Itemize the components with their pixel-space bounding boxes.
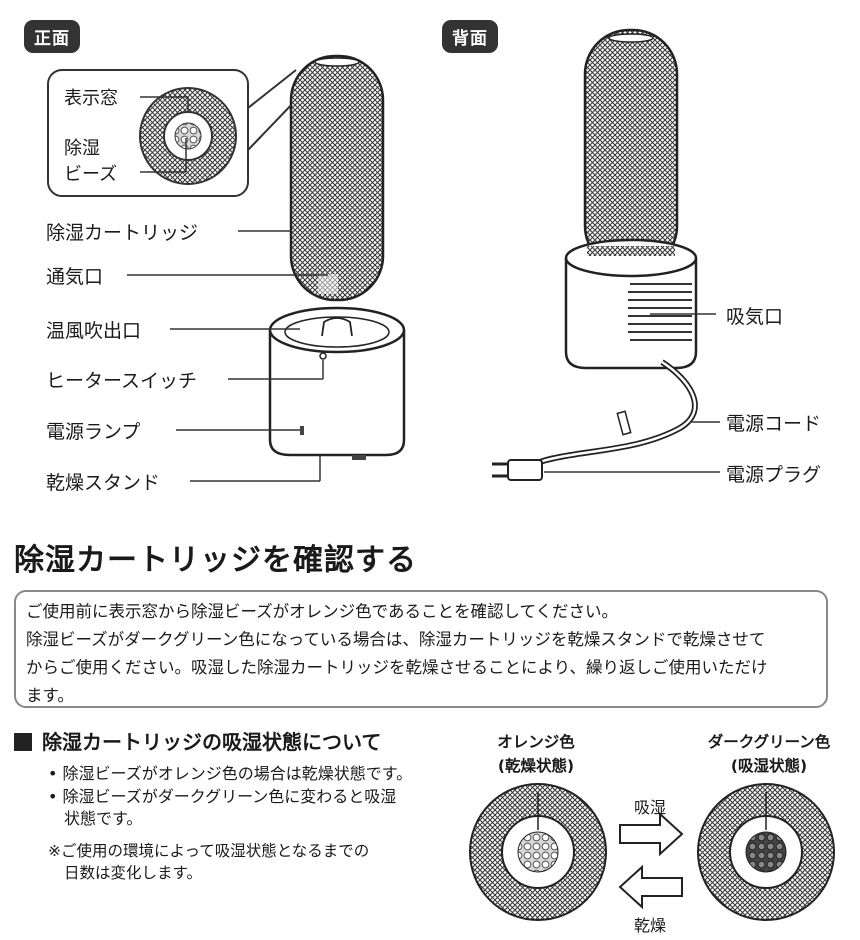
square-bullet-icon: [14, 733, 32, 751]
window-label: 表示窓: [64, 88, 118, 109]
green-caption: ダークグリーン色 (吸湿状態): [690, 730, 848, 778]
drying-stand-label: 乾燥スタンド: [46, 472, 161, 494]
front-illustration: [47, 54, 406, 482]
orange-state: (乾燥状態): [497, 757, 575, 775]
absorb-arrow-label: 吸湿: [634, 798, 667, 817]
cartridge-label: 除湿カートリッジ: [46, 222, 199, 244]
instruction-box: ご使用前に表示窓から除湿ビーズがオレンジ色であることを確認してください。 除湿ビ…: [14, 590, 828, 708]
power-lamp-label: 電源ランプ: [46, 421, 141, 443]
dry-arrow-label: 乾燥: [634, 916, 667, 935]
instruction-line: ご使用前に表示窓から除湿ビーズがオレンジ色であることを確認してください。: [26, 602, 619, 621]
instruction-line: からご使用ください。吸湿した除湿カートリッジを乾燥させることにより、繰り返しご使…: [26, 658, 768, 677]
absorption-heading-text: 除湿カートリッジの吸湿状態について: [42, 730, 382, 754]
front-view-tag: 正面: [24, 20, 80, 53]
bullet-item: • 除湿ビーズがダークグリーン色に変わると吸湿: [48, 787, 397, 806]
note-line: ※ご使用の環境によって吸湿状態となるまでの: [48, 842, 370, 860]
green-state: (吸湿状態): [730, 757, 808, 775]
instruction-line: ます。: [26, 686, 74, 705]
power-cord-label: 電源コード: [726, 413, 822, 435]
vent-label: 通気口: [46, 266, 104, 288]
beads-label-1: 除湿: [64, 138, 100, 159]
absorption-heading: 除湿カートリッジの吸湿状態について: [14, 726, 381, 755]
air-intake-label: 吸気口: [726, 306, 784, 328]
back-illustration: [492, 28, 720, 481]
heater-switch-label: ヒータースイッチ: [46, 370, 198, 392]
instruction-line: 除湿ビーズがダークグリーン色になっている場合は、除湿カートリッジを乾燥スタンドで…: [26, 630, 766, 649]
warm-air-outlet-label: 温風吹出口: [46, 320, 142, 342]
bullet-item: • 除湿ビーズがオレンジ色の場合は乾燥状態です。: [48, 764, 413, 783]
green-color-name: ダークグリーン色: [707, 733, 831, 751]
note-line: 日数は変化します。: [64, 864, 202, 882]
orange-caption: オレンジ色 (乾燥状態): [472, 730, 600, 778]
power-plug-label: 電源プラグ: [726, 464, 822, 486]
orange-color-name: オレンジ色: [497, 733, 575, 751]
bullet-item: 状態です。: [64, 809, 143, 828]
back-view-tag: 背面: [442, 20, 498, 53]
beads-label-2: ビーズ: [64, 164, 118, 185]
bead-state-diagram: [469, 783, 835, 921]
section-title: 除湿カートリッジを確認する: [14, 543, 417, 578]
